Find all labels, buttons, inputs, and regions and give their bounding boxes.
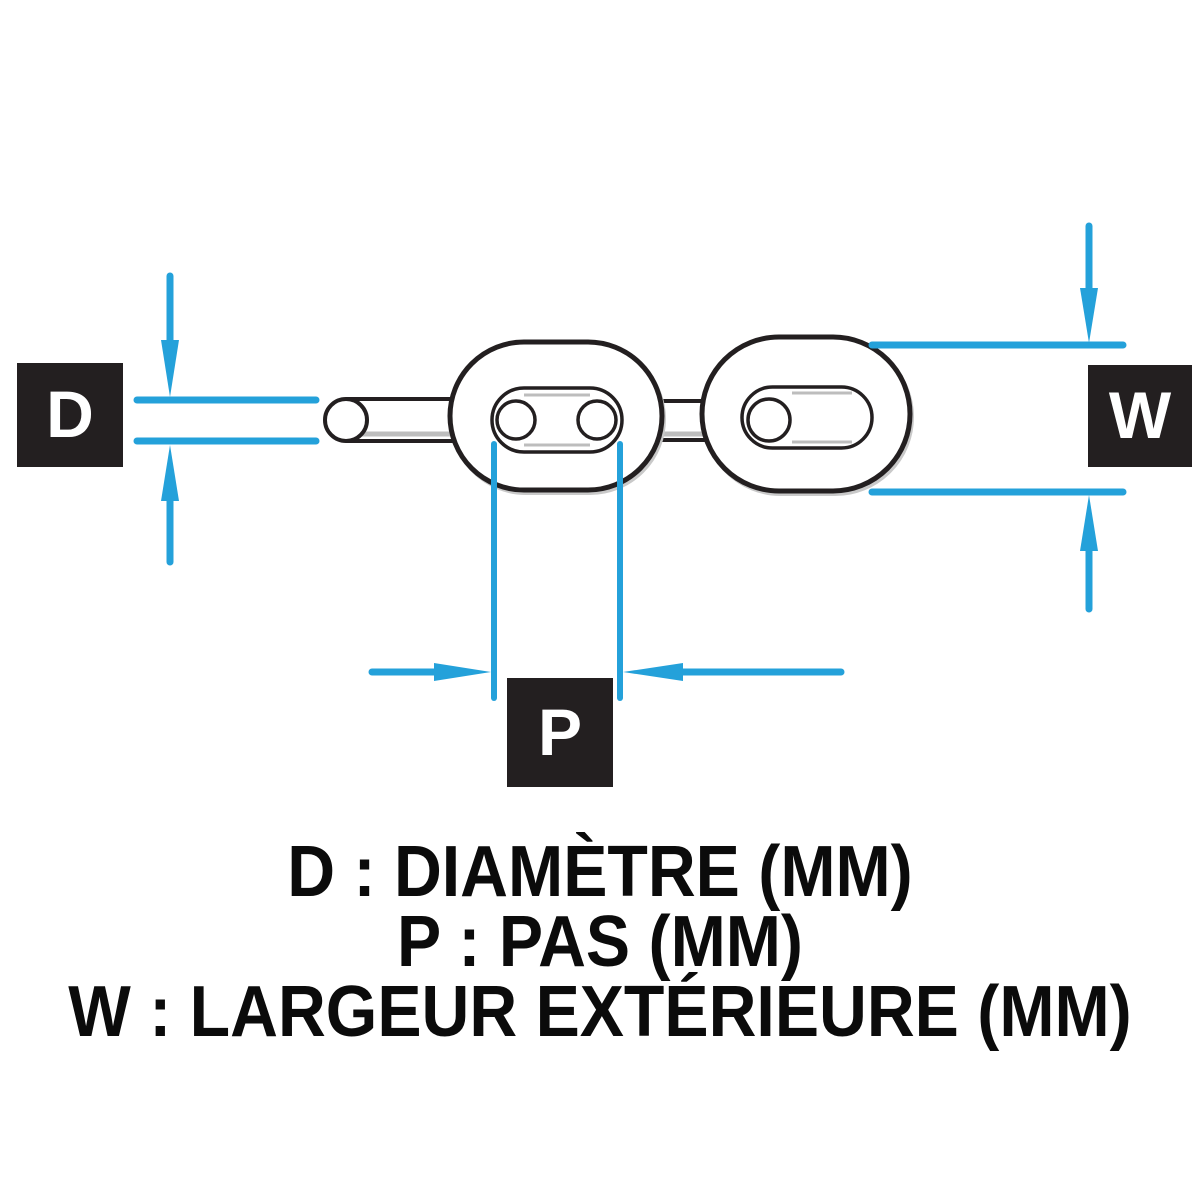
w-label: W <box>1108 378 1172 452</box>
w-dimension-indicator <box>868 222 1127 613</box>
d-label: D <box>46 377 94 451</box>
legend-line-pas: P : PAS (MM) <box>396 902 804 982</box>
w-arrow-down-head-icon <box>1080 288 1098 343</box>
p-arrow-left-head-icon <box>623 663 683 681</box>
chain-illustration <box>323 334 914 496</box>
d-label-box: D <box>17 363 123 467</box>
p-label: P <box>537 694 583 769</box>
second-link-rod-section <box>746 397 792 443</box>
w-label-box: W <box>1088 365 1192 467</box>
w-arrow-up-head-icon <box>1080 495 1098 551</box>
p-arrow-right-head-icon <box>434 663 491 681</box>
d-dimension-indicator <box>133 272 320 566</box>
p-label-box: P <box>507 678 613 787</box>
d-arrow-up-head-icon <box>161 445 179 501</box>
front-link-right-rod-section <box>576 399 618 441</box>
p-dimension-indicator <box>368 441 845 701</box>
d-arrow-down-head-icon <box>161 340 179 397</box>
front-link-left-rod-section <box>495 399 537 441</box>
chain-diagram-canvas <box>133 222 1127 701</box>
legend-line-largeur-exterieure: W : LARGEUR EXTÉRIEURE (MM) <box>68 972 1132 1052</box>
chain-rod-end-cap <box>323 397 369 443</box>
legend-line-diametre: D : DIAMÈTRE (MM) <box>287 832 913 912</box>
